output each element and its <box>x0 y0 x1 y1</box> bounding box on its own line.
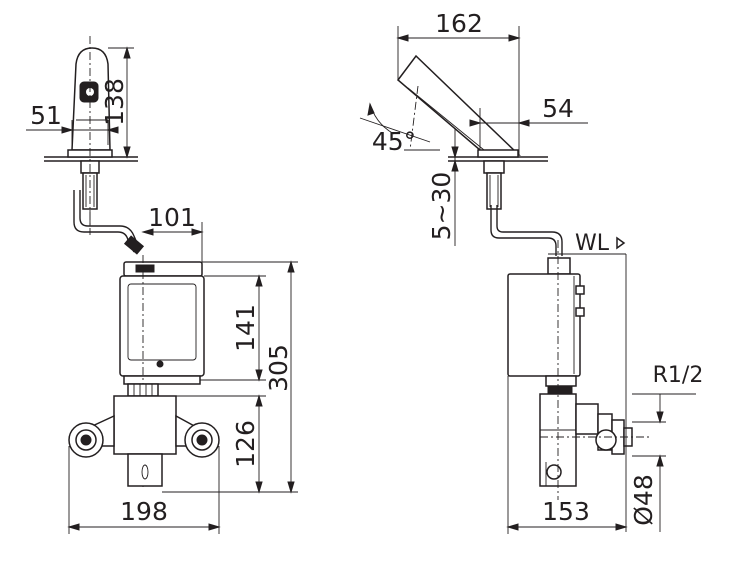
side-control-box <box>507 273 581 377</box>
front-view: 138 51 <box>26 36 298 534</box>
water-level-marker <box>616 236 626 250</box>
dim-5-30: 5~30 <box>427 172 456 241</box>
dim-diameter-48: Ø48 <box>629 474 658 526</box>
dim-54: 54 <box>542 94 574 123</box>
front-cable <box>73 190 135 253</box>
dim-198: 198 <box>120 497 168 526</box>
front-valve-body <box>113 395 177 455</box>
dim-162: 162 <box>435 9 483 38</box>
dim-153: 153 <box>542 497 590 526</box>
dim-141: 141 <box>231 304 260 352</box>
dim-126: 126 <box>231 420 260 468</box>
front-outlet <box>127 453 163 487</box>
side-cable <box>490 205 557 256</box>
dim-101: 101 <box>148 203 196 232</box>
dim-45-degrees: 45° <box>372 127 416 156</box>
front-control-box <box>119 275 205 377</box>
dim-138: 138 <box>100 78 129 126</box>
dim-305: 305 <box>264 344 293 392</box>
dim-51: 51 <box>30 101 62 130</box>
thread-label: R1/2 <box>653 363 704 388</box>
side-shank <box>486 172 502 210</box>
water-level-label: WL <box>575 231 610 256</box>
side-view: 45° 162 54 5~30 WL <box>359 9 704 534</box>
